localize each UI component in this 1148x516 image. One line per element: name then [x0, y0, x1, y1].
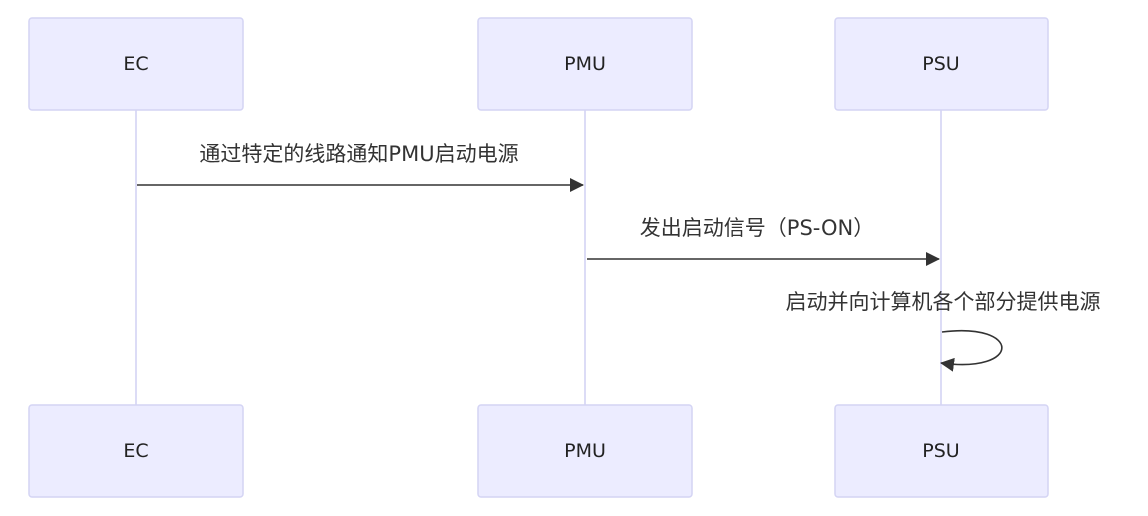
actor-psu-top-label: PSU: [922, 53, 959, 75]
actor-ec-bottom-label: EC: [123, 440, 148, 462]
actor-pmu-top-label: PMU: [564, 53, 606, 75]
message-3-label: 启动并向计算机各个部分提供电源: [786, 290, 1101, 314]
message-3-self-arrow: [940, 329, 1003, 372]
actor-ec-top: EC: [28, 17, 244, 111]
actor-pmu-top: PMU: [477, 17, 693, 111]
actor-psu-bottom-label: PSU: [922, 440, 959, 462]
actor-pmu-bottom-label: PMU: [564, 440, 606, 462]
actor-psu-top: PSU: [834, 17, 1049, 111]
actor-ec-top-label: EC: [123, 53, 148, 75]
actor-psu-bottom: PSU: [834, 404, 1049, 498]
actor-ec-bottom: EC: [28, 404, 244, 498]
message-1-label: 通过特定的线路通知PMU启动电源: [199, 142, 518, 166]
message-2-label: 发出启动信号（PS-ON）: [640, 216, 874, 240]
actor-pmu-bottom: PMU: [477, 404, 693, 498]
